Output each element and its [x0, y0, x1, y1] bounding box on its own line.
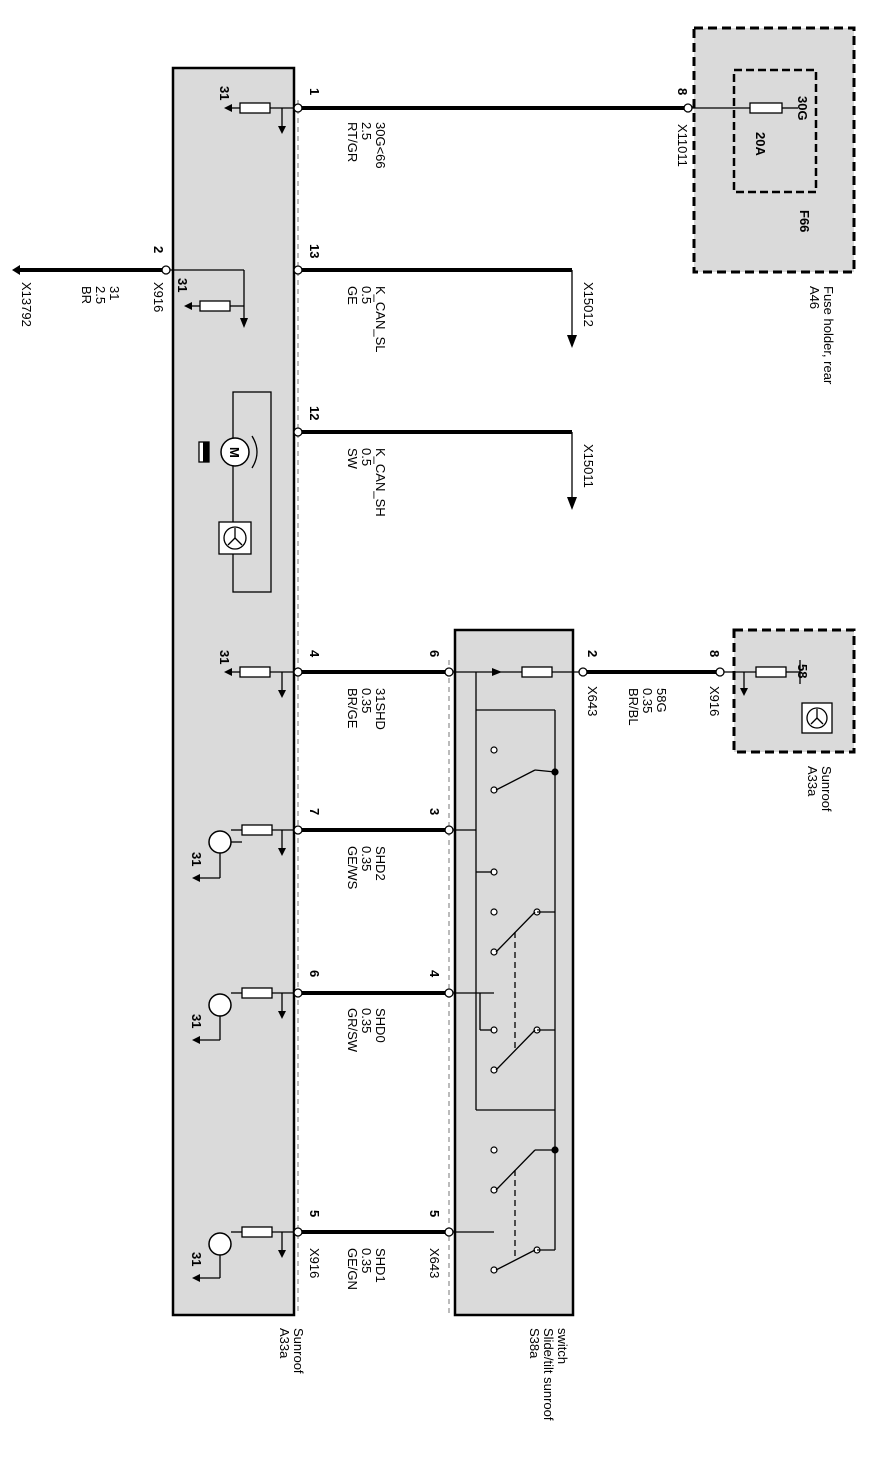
wire4-signal: 31SHD: [373, 688, 388, 730]
pin2-58g-number: 2: [585, 650, 600, 657]
a33a-right-name: Sunroof: [819, 766, 834, 812]
a33a-sunroof-module-box: [171, 66, 296, 1317]
wire-label-58g: 58G 0.35 BR/BL: [626, 688, 669, 726]
wire-label-pin6: SHD0 0.35 GR/SW: [345, 1008, 388, 1053]
s38a-name-1: Slide/tilt sunroof: [541, 1328, 556, 1421]
wire1-size: 2.5: [359, 122, 374, 140]
x643-label-bottom: X643: [427, 1248, 442, 1278]
wire7-size: 0.35: [359, 846, 374, 871]
s38a-id: S38a: [527, 1328, 542, 1359]
a46-fuse-holder-box: [692, 26, 856, 274]
a33a-right-id: A33a: [805, 766, 820, 797]
wire7-color: GE/WS: [345, 846, 360, 890]
wire7-signal: SHD2: [373, 846, 388, 881]
wire58-size: 0.35: [640, 688, 655, 713]
wire6-color: GR/SW: [345, 1008, 360, 1053]
wire1-color: RT/GR: [345, 122, 360, 162]
pin5-number: 5: [307, 1210, 322, 1217]
pin13-number: 13: [307, 244, 322, 258]
ground-31-pin13: 31: [175, 278, 190, 292]
ground-31-pin6: 31: [189, 1014, 204, 1028]
wire-label-pin5: SHD1 0.35 GE/GN: [345, 1248, 388, 1290]
wire5-size: 0.35: [359, 1248, 374, 1273]
ground-31-pin1: 31: [217, 86, 232, 100]
wire-label-pin7: SHD2 0.35 GE/WS: [345, 846, 388, 890]
wire5-signal: SHD1: [373, 1248, 388, 1283]
s38a-switch-box: [453, 628, 575, 1317]
wire4-color: BR/GE: [345, 688, 360, 729]
term-58-label: 58: [795, 664, 810, 678]
wire12-color: SW: [345, 448, 360, 470]
fuse-rating: 20A: [753, 132, 768, 156]
ground-31-pin7: 31: [189, 852, 204, 866]
wire58-signal: 58G: [654, 688, 669, 713]
connector-pins: [161, 103, 725, 1237]
fuse-terminal-30g: 30G: [795, 96, 810, 121]
x916-label-left: X916: [151, 282, 166, 312]
f66-fuse-box: [732, 68, 818, 194]
a33a-internal-circuits: [170, 102, 294, 1282]
sw-pin5-number: 5: [427, 1210, 442, 1217]
fuse-in-pin-number: 8: [675, 88, 690, 95]
ground-31-pin5: 31: [189, 1252, 204, 1266]
pin1-number: 1: [307, 88, 322, 95]
wire-label-pin13: K_CAN_SL 0.5 GE: [345, 286, 388, 352]
x15011-arrow: [567, 497, 577, 510]
x13792-label: X13792: [19, 282, 34, 327]
wire2-color: BR: [79, 286, 94, 304]
x916-label-right: X916: [707, 686, 722, 716]
x13792-ground-arrow: [12, 265, 20, 275]
pin2-number: 2: [151, 246, 166, 253]
fuse-id: F66: [797, 210, 812, 232]
wire2-signal: 31: [107, 286, 122, 300]
a33a-id: A33a: [277, 1328, 292, 1359]
a33a-name: Sunroof: [291, 1328, 306, 1374]
sw-pin3-number: 3: [427, 808, 442, 815]
x916-label-bottom: X916: [307, 1248, 322, 1278]
x15011-label: X15011: [581, 444, 596, 488]
wire13-signal: K_CAN_SL: [373, 286, 388, 352]
wire-label-pin1: 30G<66 2.5 RT/GR: [345, 122, 388, 169]
x11011-label: X11011: [675, 124, 690, 167]
ground-31-pin4: 31: [217, 650, 232, 664]
wire12-signal: K_CAN_SH: [373, 448, 388, 517]
wire-label-pin2: 31 2.5 BR: [79, 286, 122, 304]
pin4-number: 4: [307, 650, 322, 658]
wire4-size: 0.35: [359, 688, 374, 713]
sw-pin4-number: 4: [427, 970, 442, 978]
wire2-size: 2.5: [93, 286, 108, 304]
a46-id: A46: [807, 286, 822, 309]
wire13-color: GE: [345, 286, 360, 305]
wire1-signal: 30G<66: [373, 122, 388, 169]
a33a-right-internal: [724, 660, 833, 734]
x15012-label: X15012: [581, 282, 596, 327]
wire58-color: BR/BL: [626, 688, 641, 726]
pin7-number: 7: [307, 808, 322, 815]
wire5-color: GE/GN: [345, 1248, 360, 1290]
a46-name: Fuse holder, rear: [821, 286, 836, 385]
pin6-number: 6: [307, 970, 322, 977]
wire6-signal: SHD0: [373, 1008, 388, 1043]
motor-label: M: [227, 447, 242, 458]
a33a-sunroof-right-box: [732, 628, 856, 754]
s38a-name-2: switch: [555, 1328, 570, 1364]
fuse-f66-symbol: [749, 102, 798, 114]
x15012-arrow: [567, 335, 577, 348]
x643-label-top: X643: [585, 686, 600, 716]
wire6-size: 0.35: [359, 1008, 374, 1033]
right-pin8-number: 8: [707, 650, 722, 657]
pin12-number: 12: [307, 406, 322, 420]
wire12-size: 0.5: [359, 448, 374, 466]
sw-pin6-number: 6: [427, 650, 442, 657]
s38a-internal-switches: [453, 666, 579, 1274]
wire13-size: 0.5: [359, 286, 374, 304]
wire-label-pin4: 31SHD 0.35 BR/GE: [345, 688, 388, 730]
wire-label-pin12: K_CAN_SH 0.5 SW: [345, 448, 388, 517]
